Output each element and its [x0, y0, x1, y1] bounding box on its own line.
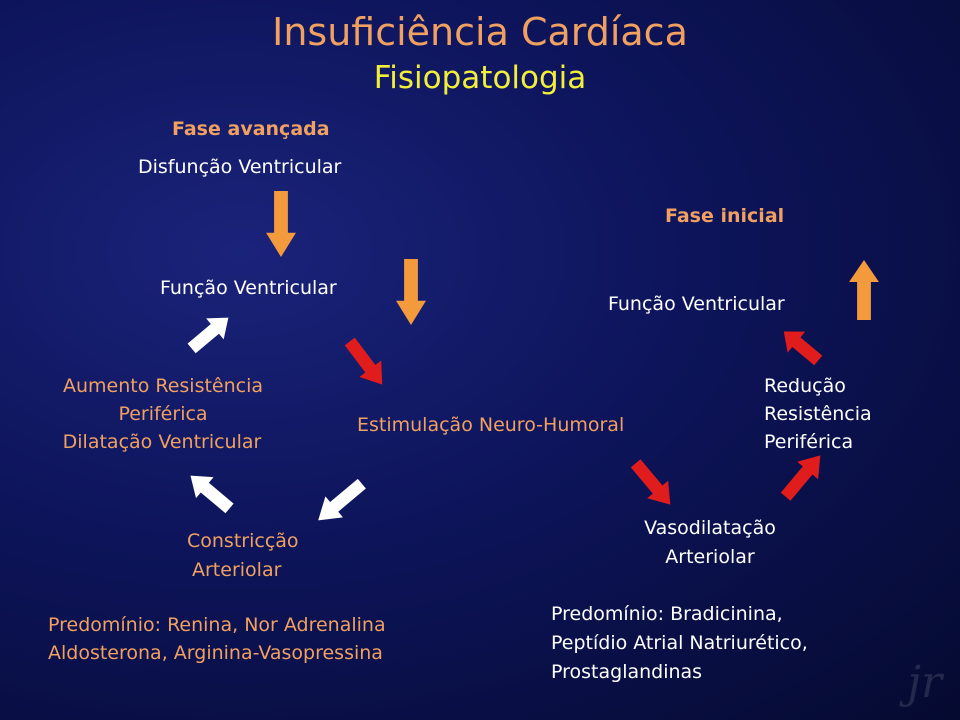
resistance-line2: Periférica: [118, 403, 208, 425]
initial-phase-label: Fase inicial: [665, 205, 785, 227]
constriction-line1: Constricção: [187, 530, 299, 552]
stimulation-label: Estimulação Neuro-Humoral: [357, 414, 625, 436]
orange-down-arrow-right: [396, 259, 426, 325]
constriction-line2: Arteriolar: [192, 559, 282, 581]
constriction-label: Constricção Arteriolar: [187, 527, 299, 585]
resistance-line1: Aumento Resistência: [62, 375, 264, 397]
initial-function-label: Função Ventricular: [608, 293, 785, 315]
red-arrow-to-vasodilation: [625, 454, 681, 514]
advanced-predominance-line2: Aldosterona, Arginina-Vasopressina: [48, 642, 383, 664]
initial-predominance-text: Predomínio: Bradicinina, Peptídio Atrial…: [551, 600, 808, 687]
initial-predominance-line3: Prostaglandinas: [551, 661, 703, 683]
advanced-predominance-text: Predomínio: Renina, Nor Adrenalina Aldos…: [48, 611, 386, 667]
resistance-label: Aumento Resistência Periférica Dilatação…: [0, 372, 326, 456]
advanced-phase-label: Fase avançada: [172, 118, 330, 140]
white-arrow-to-resistance: [181, 465, 239, 519]
initial-predominance-line1: Predomínio: Bradicinina,: [551, 603, 783, 625]
white-arrow-to-constriction: [309, 473, 371, 531]
advanced-function-label: Função Ventricular: [160, 277, 337, 299]
red-arrow-to-initial-function: [774, 321, 828, 371]
slide-title: Insuficiência Cardíaca: [272, 10, 688, 54]
reduction-label: Redução Resistência Periférica: [764, 372, 872, 456]
resistance-line3: Dilatação Ventricular: [62, 431, 262, 453]
vasodilation-line1: Vasodilatação: [644, 517, 776, 539]
red-arrow-to-reduction: [775, 446, 831, 506]
orange-up-arrow: [849, 260, 879, 320]
reduction-line1: Redução: [764, 375, 846, 397]
reduction-line2: Resistência: [764, 403, 872, 425]
reduction-line3: Periférica: [764, 431, 854, 453]
slide-subtitle: Fisiopatologia: [373, 60, 587, 96]
watermark-logo: jr: [907, 657, 942, 708]
vasodilation-label: Vasodilatação Arteriolar: [600, 514, 820, 572]
vasodilation-line2: Arteriolar: [665, 546, 755, 568]
white-arrow-to-function: [182, 307, 238, 359]
orange-down-arrow-left: [266, 191, 296, 257]
advanced-dysfunction-label: Disfunção Ventricular: [138, 156, 342, 178]
red-arrow-to-stimulation: [338, 333, 394, 393]
initial-predominance-line2: Peptídio Atrial Natriurético,: [551, 632, 808, 654]
advanced-predominance-line1: Predomínio: Renina, Nor Adrenalina: [48, 614, 386, 636]
